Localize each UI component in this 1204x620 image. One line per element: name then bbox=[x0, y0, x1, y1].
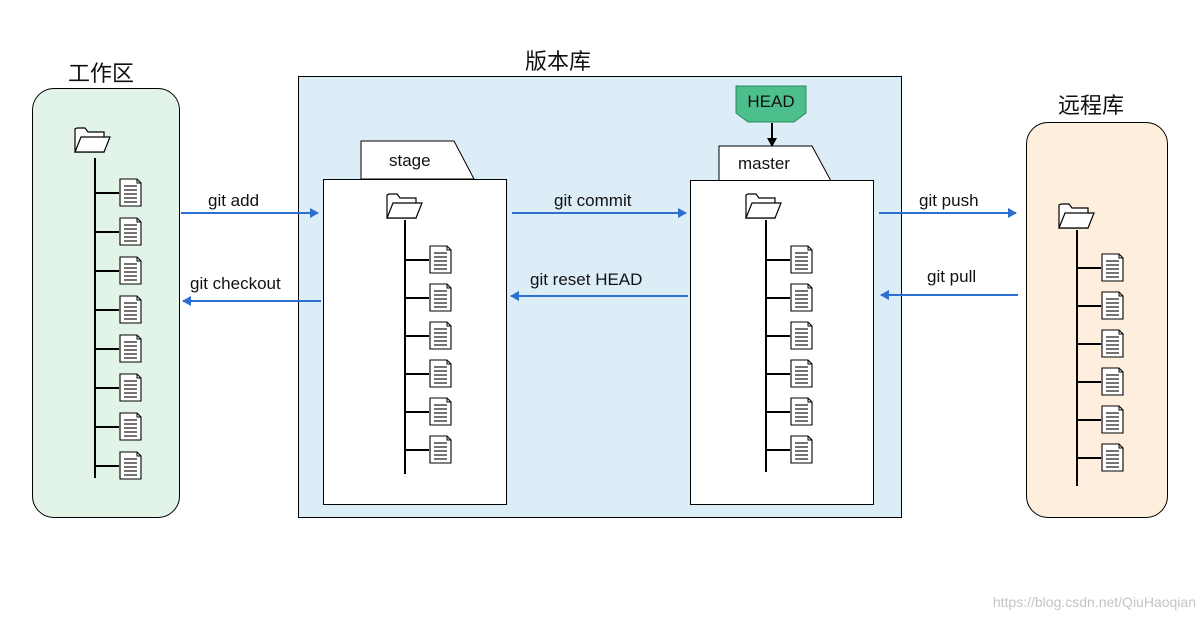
master-tab-label: master bbox=[738, 154, 790, 173]
file-icon bbox=[429, 245, 452, 274]
head-tag-shape bbox=[735, 85, 807, 123]
git-pull-label: git pull bbox=[927, 267, 977, 286]
workspace-box bbox=[32, 88, 180, 518]
file-icon bbox=[119, 217, 142, 246]
folder-icon bbox=[1058, 203, 1095, 229]
file-icon bbox=[429, 435, 452, 464]
stage-tab-label: stage bbox=[389, 151, 431, 170]
workspace-title: 工作区 bbox=[68, 62, 135, 87]
file-icon bbox=[119, 178, 142, 207]
git-commit-label: git commit bbox=[554, 191, 632, 210]
file-icon bbox=[1101, 367, 1124, 396]
watermark: https://blog.csdn.net/QiuHaoqian bbox=[992, 594, 1196, 610]
file-icon bbox=[1101, 253, 1124, 282]
folder-icon bbox=[74, 127, 111, 153]
git-add-label: git add bbox=[208, 191, 260, 210]
git-checkout-label: git checkout bbox=[190, 274, 281, 293]
file-icon bbox=[119, 373, 142, 402]
file-icon bbox=[790, 397, 813, 426]
folder-icon bbox=[745, 193, 782, 219]
file-icon bbox=[790, 435, 813, 464]
file-icon bbox=[119, 334, 142, 363]
file-icon bbox=[429, 397, 452, 426]
file-icon bbox=[790, 245, 813, 274]
file-icon bbox=[1101, 405, 1124, 434]
head-label: HEAD bbox=[747, 92, 795, 111]
file-icon bbox=[119, 256, 142, 285]
file-icon bbox=[1101, 291, 1124, 320]
file-icon bbox=[790, 321, 813, 350]
file-icon bbox=[119, 295, 142, 324]
remote-title: 远程库 bbox=[1058, 94, 1125, 119]
file-icon bbox=[790, 359, 813, 388]
folder-icon bbox=[386, 193, 423, 219]
file-icon bbox=[119, 451, 142, 480]
file-icon bbox=[429, 359, 452, 388]
file-icon bbox=[429, 321, 452, 350]
file-icon bbox=[119, 412, 142, 441]
remote-box bbox=[1026, 122, 1168, 518]
git-reset-label: git reset HEAD bbox=[530, 270, 643, 289]
file-icon bbox=[790, 283, 813, 312]
file-icon bbox=[1101, 443, 1124, 472]
repository-title: 版本库 bbox=[525, 50, 592, 75]
git-push-label: git push bbox=[919, 191, 979, 210]
file-icon bbox=[1101, 329, 1124, 358]
file-icon bbox=[429, 283, 452, 312]
